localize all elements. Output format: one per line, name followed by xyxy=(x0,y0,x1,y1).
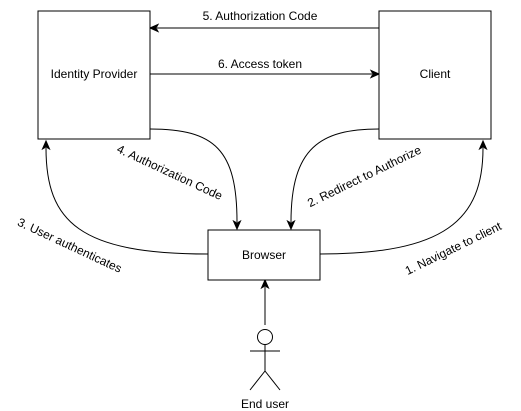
edge-redirect-to-authorize xyxy=(286,128,380,231)
end-user-actor: End user xyxy=(241,329,289,411)
client-label: Client xyxy=(420,67,451,81)
browser-node: Browser xyxy=(207,229,321,281)
step1-label: 1. Navigate to client xyxy=(403,219,504,278)
step3-label: 3. User authenticates xyxy=(15,215,124,276)
actor-head xyxy=(257,329,273,345)
arrowhead-down xyxy=(286,219,296,231)
arrowhead-right xyxy=(369,69,381,79)
edge-access-token-to-client xyxy=(150,69,381,79)
arrowhead-left xyxy=(148,23,160,33)
edge-authorization-code-to-browser xyxy=(149,128,242,231)
arrowhead-down xyxy=(232,219,242,231)
step5-label: 5. Authorization Code xyxy=(203,9,318,23)
edge-authorization-code-to-idp xyxy=(148,23,379,33)
edge-end-user-to-browser xyxy=(260,278,270,325)
step4-label: 4. Authorization Code xyxy=(115,142,225,203)
identity-provider-label: Identity Provider xyxy=(51,67,138,81)
edge-user-authenticates xyxy=(41,139,209,255)
step6-label: 6. Access token xyxy=(218,57,302,71)
step2-label: 2. Redirect to Authorize xyxy=(305,143,424,210)
arrowhead-up xyxy=(41,139,51,151)
end-user-label: End user xyxy=(241,397,289,411)
arrowhead-up xyxy=(478,139,488,151)
client-node: Client xyxy=(378,10,492,140)
browser-label: Browser xyxy=(242,248,286,262)
identity-provider-node: Identity Provider xyxy=(37,10,151,140)
arrowhead-up xyxy=(260,278,270,290)
edge-navigate-to-client xyxy=(319,139,488,255)
